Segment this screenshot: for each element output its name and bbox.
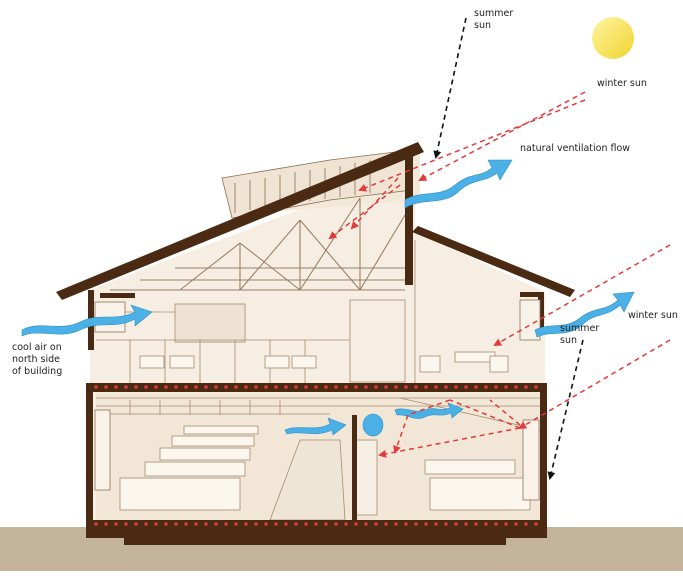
summer-sun-rays xyxy=(433,17,584,480)
winter-sun-rays xyxy=(328,91,671,458)
ground-floor-airflow-arrow xyxy=(284,417,347,436)
summer-sun-ray-top xyxy=(433,17,467,159)
winter-sun-ray-top-2 xyxy=(358,99,586,192)
winter-sun-label-top: winter sun xyxy=(597,78,647,89)
upper-east-outflow-arrow xyxy=(534,291,635,338)
winter-sun-ray-right-1 xyxy=(493,244,671,346)
interior-wall xyxy=(352,415,357,523)
lower-roof xyxy=(412,226,575,297)
roof-trusses xyxy=(110,197,406,291)
air-diffuser-icon xyxy=(362,413,384,437)
upper-floor-interior xyxy=(96,240,509,383)
west-wall-lower xyxy=(86,390,93,530)
airflow-arrows xyxy=(21,159,635,437)
east-wall-lower xyxy=(540,388,547,530)
summer-sun-label-right: summer sun xyxy=(560,323,600,346)
cool-air-inflow-arrow xyxy=(21,304,153,337)
winter-sun-label-right: winter sun xyxy=(628,310,678,321)
sun-icon xyxy=(592,17,634,59)
winter-sun-ray-top-1 xyxy=(418,91,586,181)
windows xyxy=(94,299,541,501)
summer-sun-label-top: summer sun xyxy=(474,8,514,31)
ground-floor-airflow-arrow-east xyxy=(394,402,464,419)
summer-sun-ray-right xyxy=(547,339,584,480)
east-wall-upper xyxy=(538,292,544,332)
main-roof xyxy=(56,142,424,300)
radiant-floor-dots xyxy=(94,385,538,526)
clerestory-wall xyxy=(405,150,413,285)
winter-sun-ray-right-2 xyxy=(518,339,671,430)
cool-air-label: cool air on north side of building xyxy=(12,342,63,377)
foundation xyxy=(86,529,547,545)
ventilation-flow-arrow xyxy=(404,159,513,209)
natural-ventilation-label: natural ventilation flow xyxy=(520,143,631,154)
